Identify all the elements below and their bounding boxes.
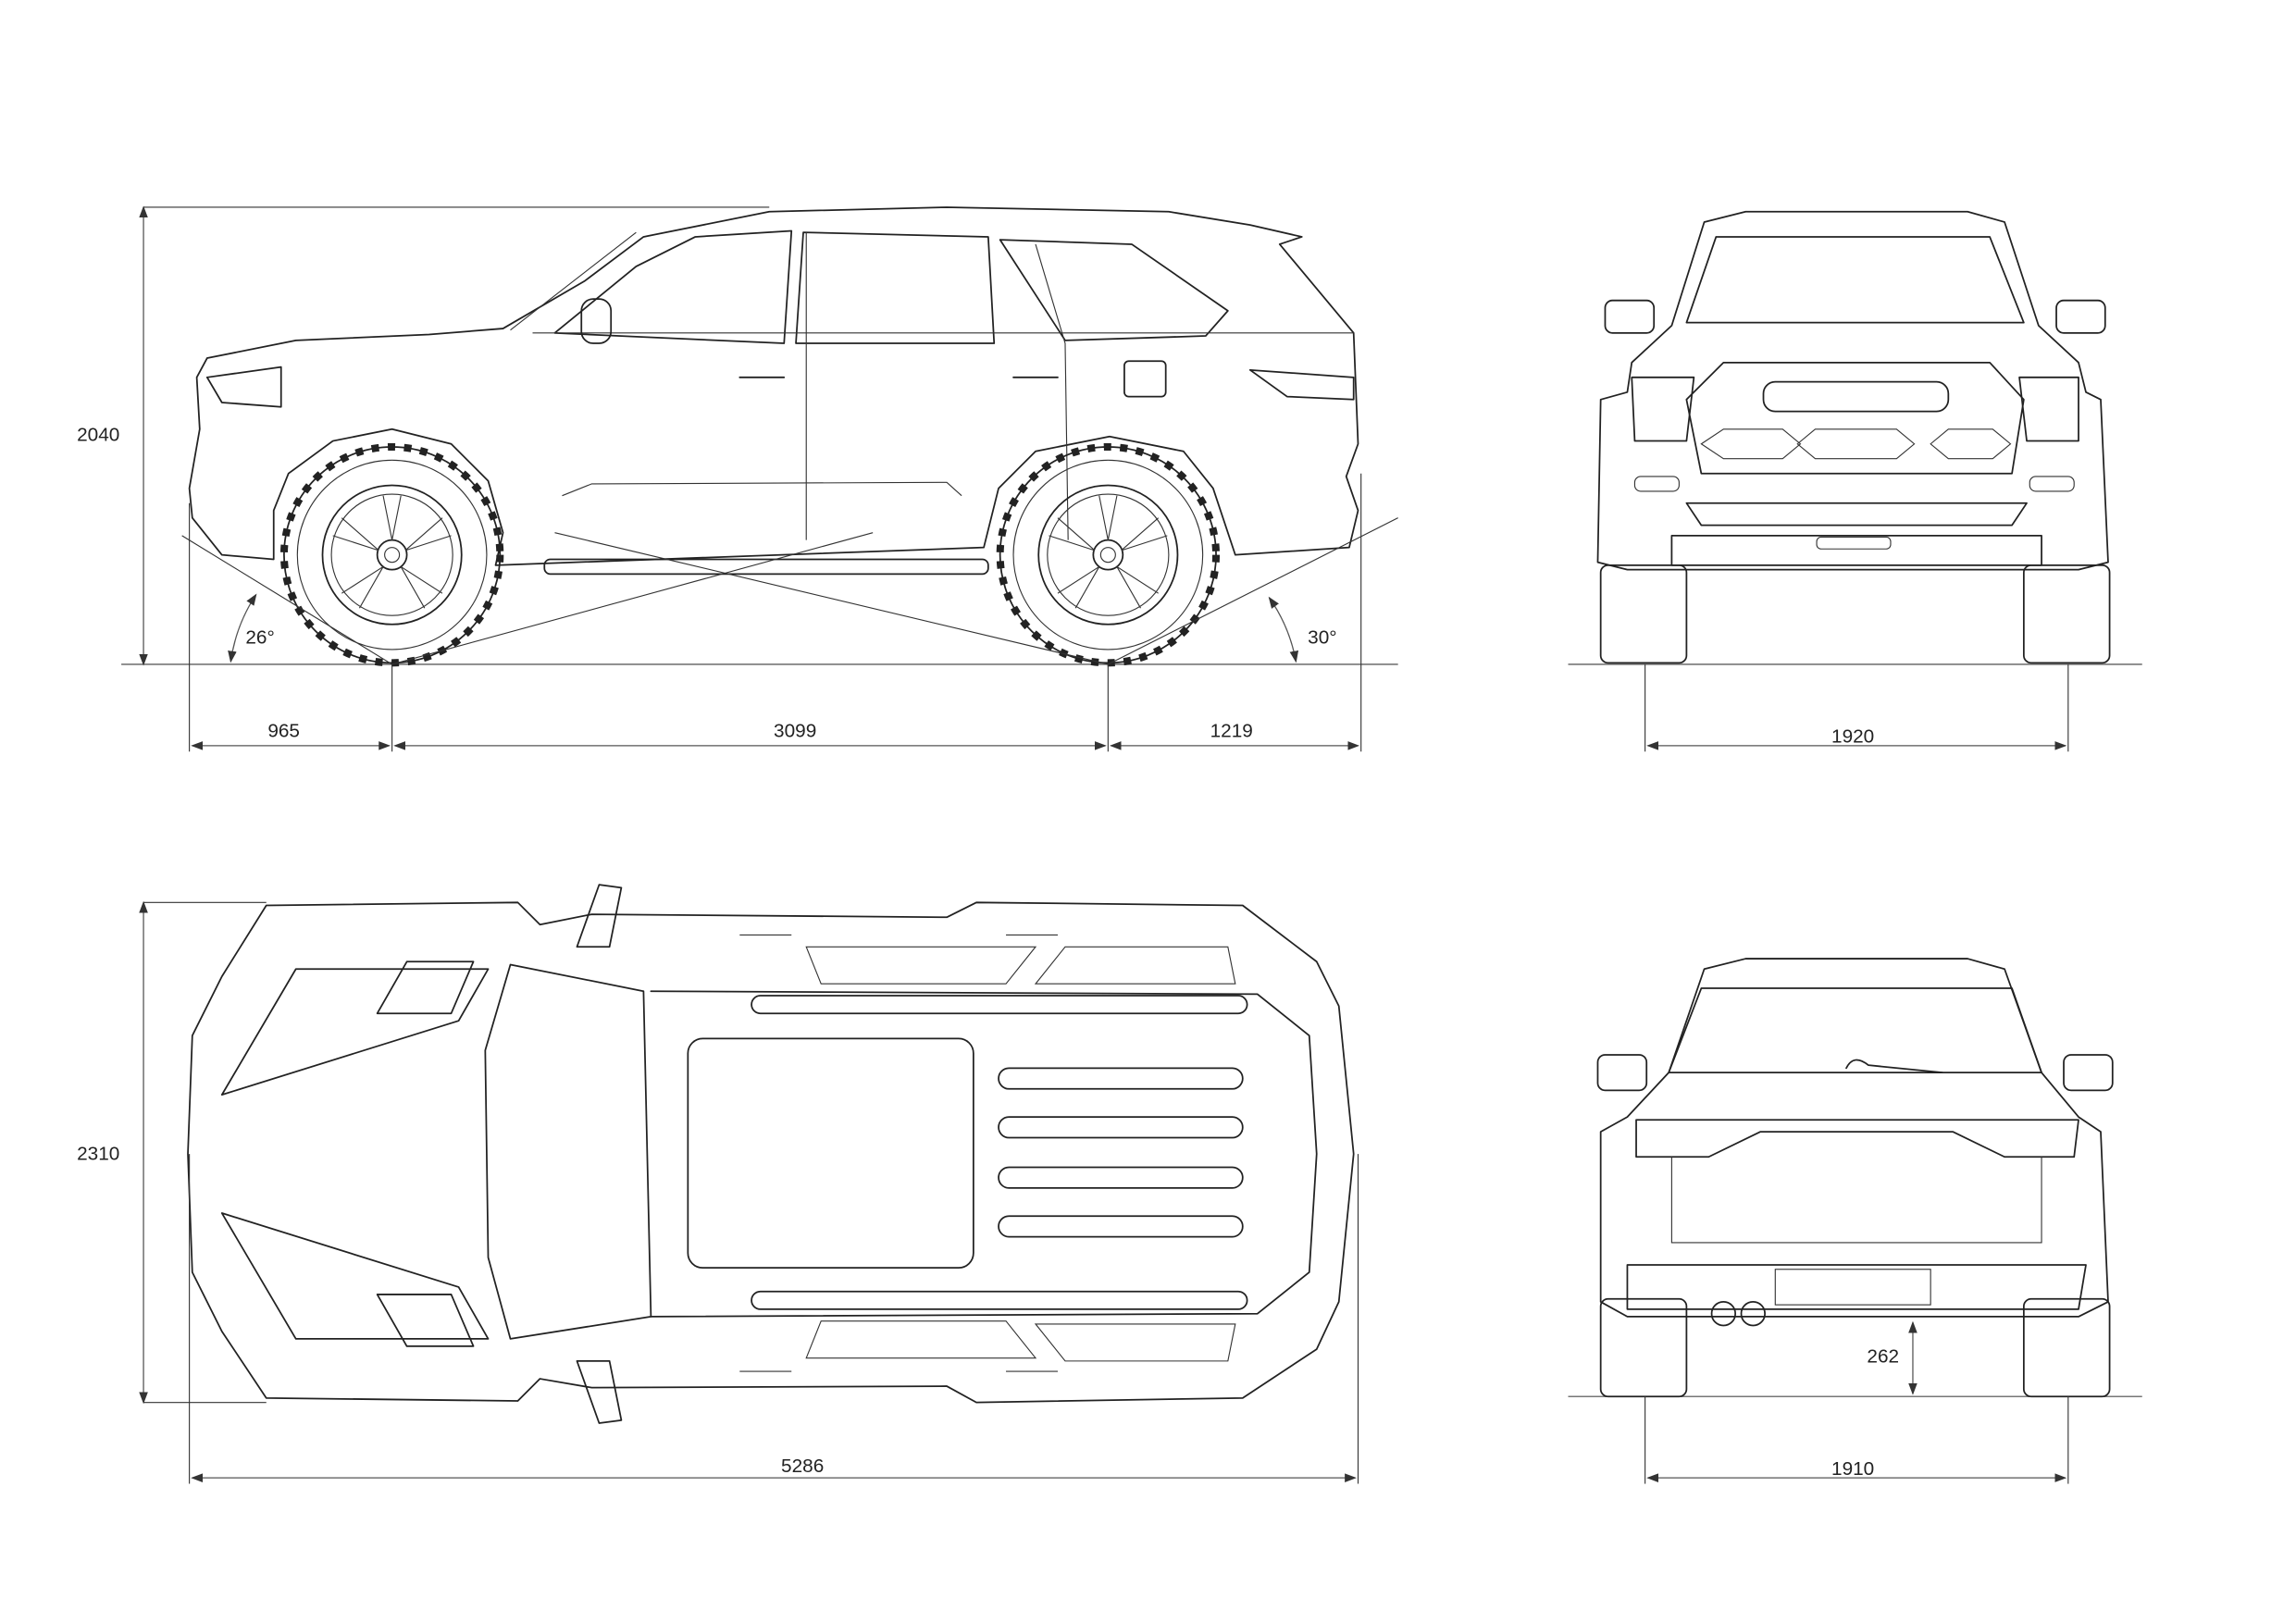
side-body-outline [188, 206, 1359, 566]
rear-left-mirror [1596, 1054, 1648, 1092]
rear-body-outline [1599, 958, 2109, 1318]
wheelbase-dimension: 3099 [774, 720, 816, 741]
top-right-mirror [576, 1359, 623, 1424]
front-overhang-dimension: 965 [267, 720, 300, 741]
side-view: 2040 965 3099 1219 26° 30° [77, 205, 1398, 752]
width-dimension: 2310 [77, 1143, 119, 1164]
top-view: 2310 5286 [77, 884, 1359, 1484]
grille [1685, 361, 2025, 475]
exhaust-left [1710, 1301, 1737, 1327]
top-body-outline [187, 901, 1355, 1404]
exhaust-right [1740, 1301, 1766, 1327]
rear-track-dimension: 1910 [1831, 1458, 1874, 1480]
front-view: 1920 [1568, 210, 2142, 752]
windshield-and-roof [484, 963, 652, 1340]
running-board [543, 558, 989, 576]
ground-clearance-dimension: 262 [1867, 1345, 1899, 1367]
sunroof [687, 1037, 974, 1270]
side-windows [553, 229, 1229, 344]
top-left-mirror [576, 884, 623, 948]
approach-angle: 26° [245, 627, 274, 649]
rear-right-tire [2022, 1297, 2111, 1398]
departure-angle: 30° [1308, 627, 1336, 649]
rear-left-tire [1599, 1297, 1688, 1398]
front-wheel [284, 447, 500, 663]
right-mirror [2055, 299, 2106, 334]
rear-overhang-dimension: 1219 [1210, 720, 1253, 741]
roof-rails [751, 995, 1248, 1310]
length-dimension: 5286 [781, 1456, 824, 1477]
height-dimension: 2040 [77, 425, 119, 446]
rear-right-mirror [2063, 1054, 2114, 1092]
left-mirror [1604, 299, 1656, 334]
rear-wheel [1000, 447, 1216, 663]
fuel-door [1123, 360, 1167, 398]
front-left-tire [1599, 564, 1688, 664]
front-right-tire [2022, 564, 2111, 664]
front-track-dimension: 1920 [1831, 726, 1874, 748]
tail-lights [1635, 1119, 2079, 1158]
side-mirror [580, 298, 613, 344]
rear-view: 262 1910 [1568, 958, 2142, 1484]
front-body-outline [1596, 210, 2109, 571]
